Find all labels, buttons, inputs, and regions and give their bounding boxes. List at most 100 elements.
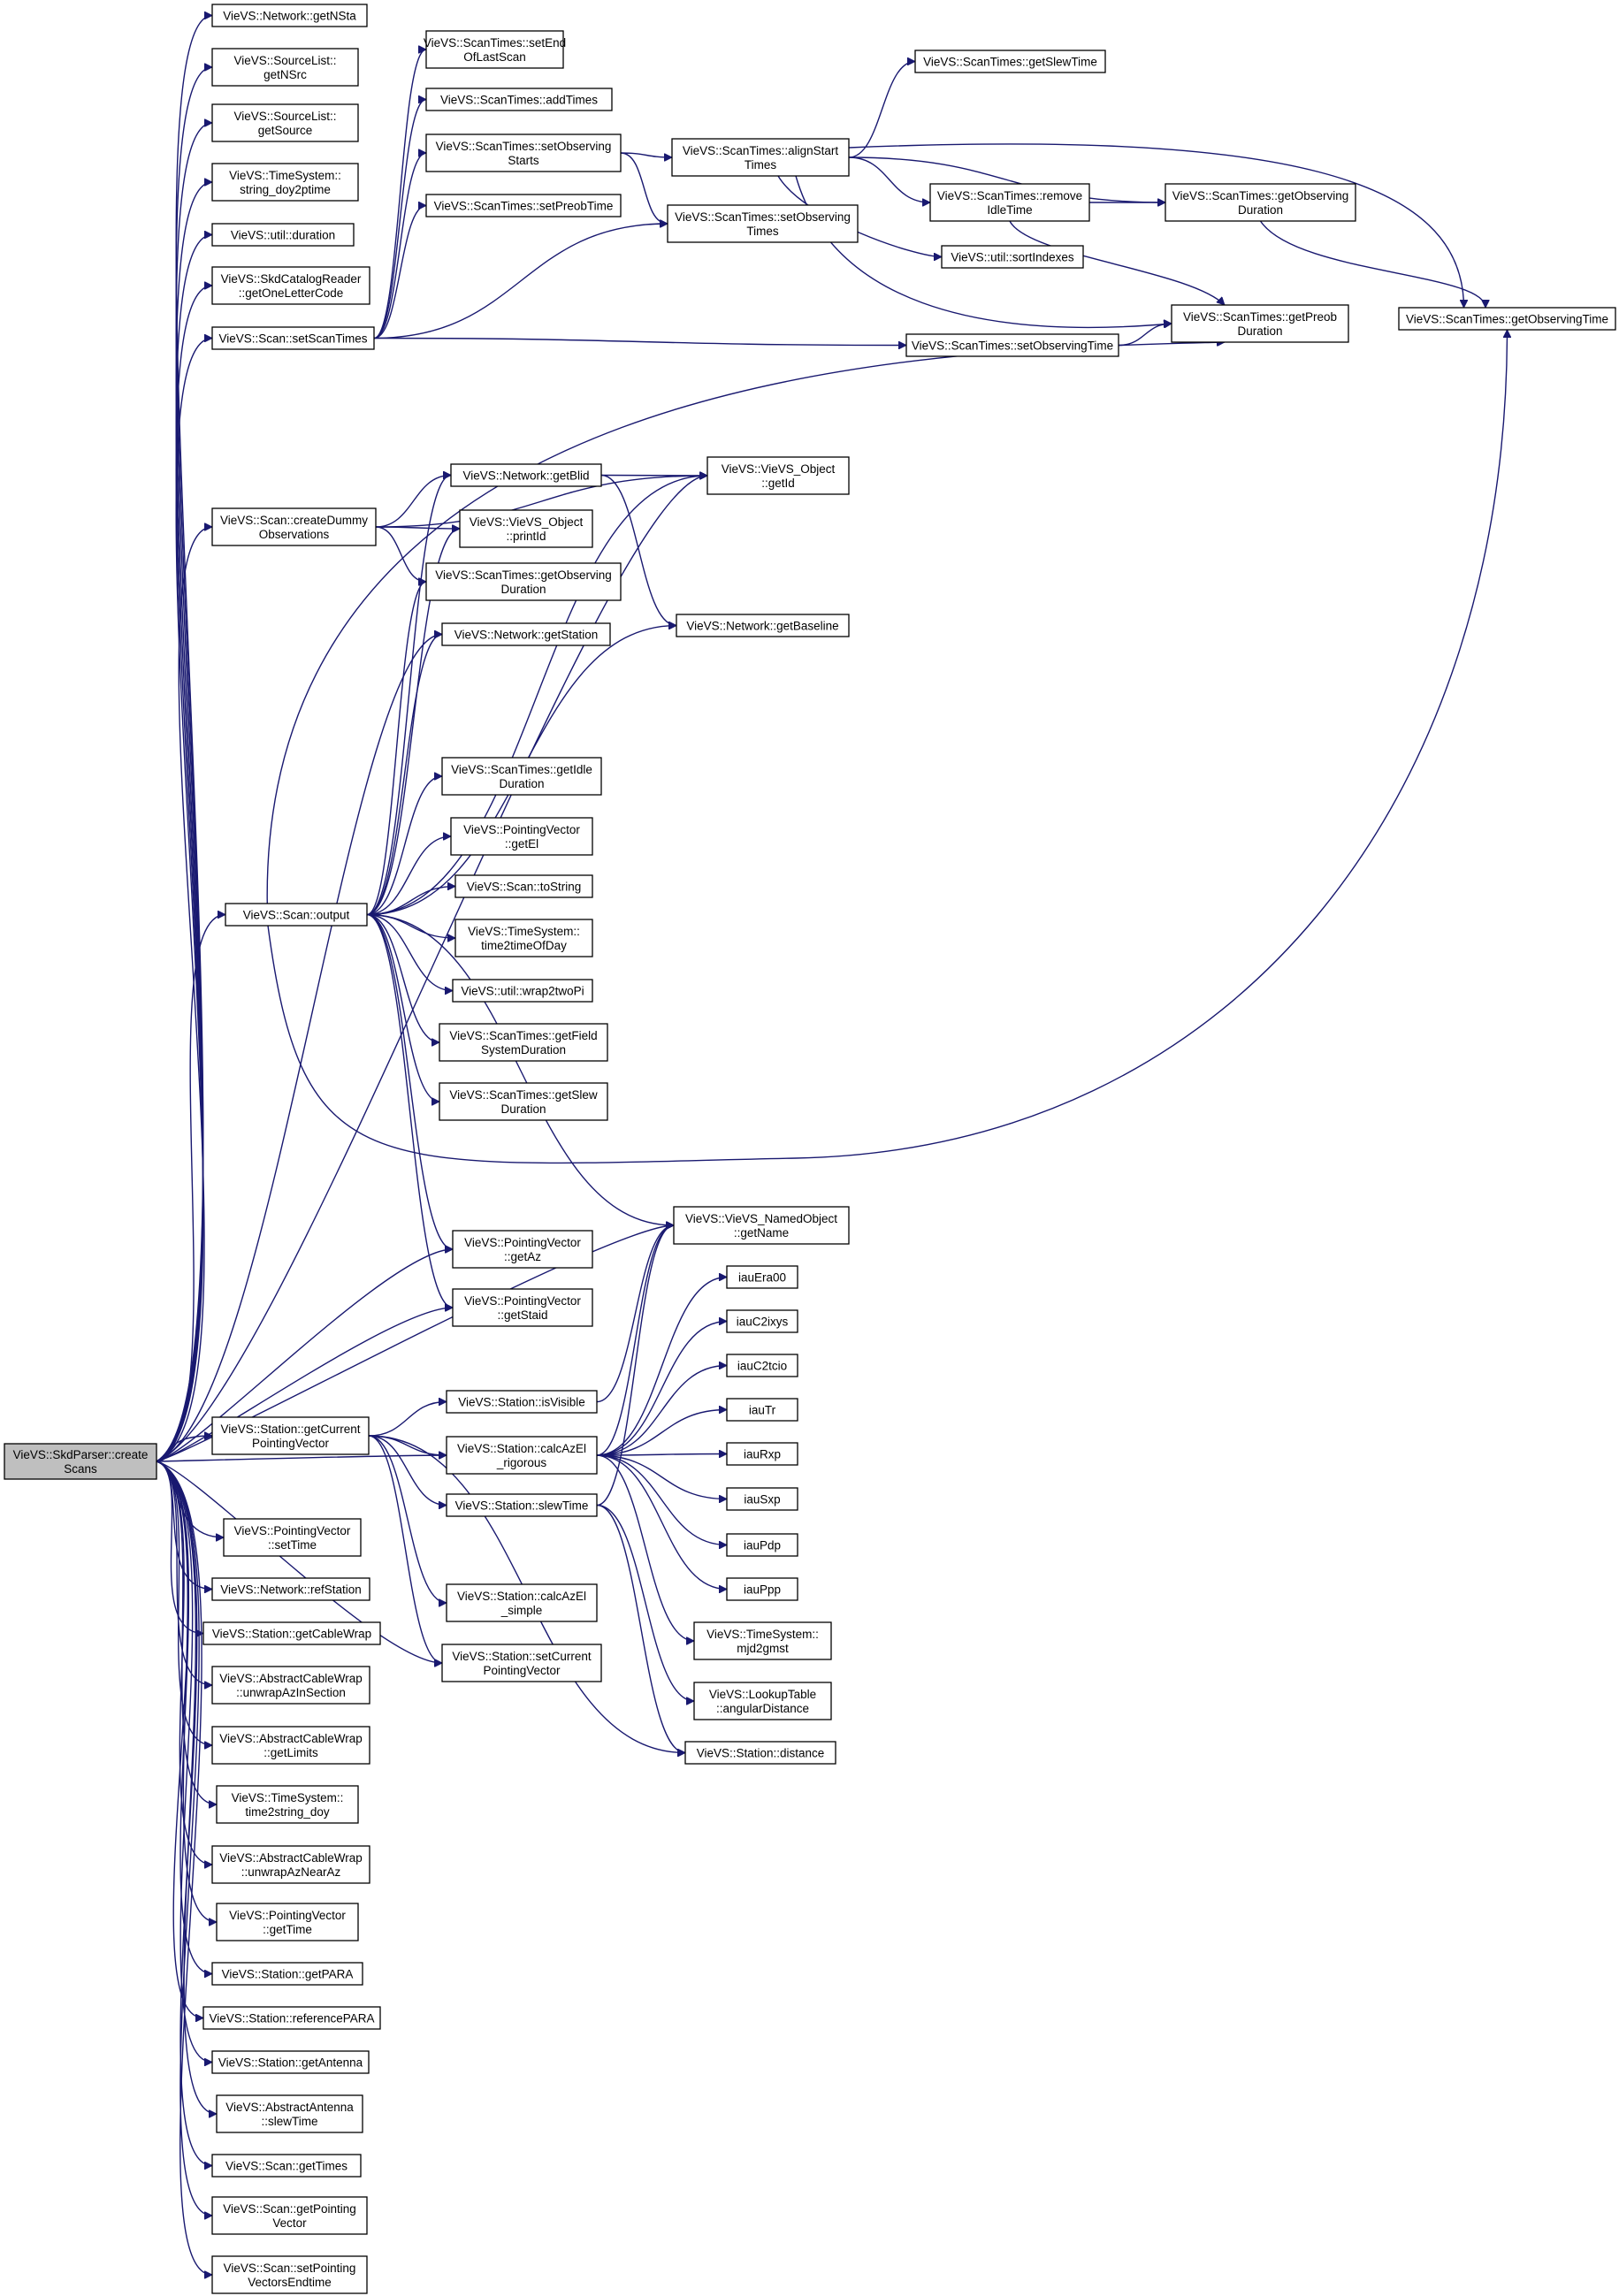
node-box <box>211 326 375 350</box>
node-box <box>211 2154 362 2178</box>
node-iauC2tcio[interactable]: iauC2tcio <box>726 1354 798 1377</box>
node-label: VieVS::Station::getCurrent <box>220 1423 360 1436</box>
node-getCableWrap[interactable]: VieVS::Station::getCableWrap <box>202 1621 381 1645</box>
node-box <box>452 1230 593 1269</box>
node-unwrapAzNearAz[interactable]: VieVS::AbstractCableWrap::unwrapAzNearAz <box>211 1845 370 1884</box>
nodes-layer: VieVS::SkdParser::createScansVieVS::Netw… <box>4 4 1616 2294</box>
node-getLimits[interactable]: VieVS::AbstractCableWrap::getLimits <box>211 1726 370 1765</box>
node-output[interactable]: VieVS::Scan::output <box>225 903 368 927</box>
edge-slewTime_station-to-getName <box>596 1225 675 1507</box>
node-label: OfLastScan <box>463 50 526 64</box>
node-getId[interactable]: VieVS::VieVS_Object::getId <box>706 456 850 495</box>
node-box <box>441 622 611 646</box>
node-getSlewTime[interactable]: VieVS::ScanTimes::getSlewTime <box>914 50 1106 73</box>
edge-getBlid-to-getId <box>600 476 707 477</box>
node-box <box>211 1666 370 1705</box>
node-iauRxp[interactable]: iauRxp <box>726 1442 798 1466</box>
node-iauEra00[interactable]: iauEra00 <box>726 1265 798 1289</box>
node-label: Times <box>745 158 776 172</box>
node-getAntenna[interactable]: VieVS::Station::getAntenna <box>211 2050 370 2074</box>
node-iauSxp[interactable]: iauSxp <box>726 1487 798 1511</box>
node-setPreobTime[interactable]: VieVS::ScanTimes::setPreobTime <box>425 194 622 217</box>
node-getStation[interactable]: VieVS::Network::getStation <box>441 622 611 646</box>
node-getName[interactable]: VieVS::VieVS_NamedObject::getName <box>673 1206 850 1245</box>
edge-alignStartTimes-to-sortIndexes <box>777 175 942 257</box>
node-getStaid[interactable]: VieVS::PointingVector::getStaid <box>452 1288 593 1327</box>
node-addTimes[interactable]: VieVS::ScanTimes::addTimes <box>425 88 613 111</box>
node-util_duration[interactable]: VieVS::util::duration <box>211 223 355 247</box>
edge-getObservingDuration_r-to-getObservingTime <box>1259 220 1486 309</box>
node-referencePARA[interactable]: VieVS::Station::referencePARA <box>202 2006 381 2030</box>
node-iauPdp[interactable]: iauPdp <box>726 1533 798 1557</box>
node-angularDistance[interactable]: VieVS::LookupTable::angularDistance <box>693 1682 832 1720</box>
node-iauPpp[interactable]: iauPpp <box>726 1577 798 1601</box>
node-pv_setTime[interactable]: VieVS::PointingVector::setTime <box>223 1518 362 1557</box>
node-string_doy2ptime[interactable]: VieVS::TimeSystem::string_doy2ptime <box>211 163 359 202</box>
node-label: ::getStaid <box>497 1308 547 1322</box>
node-getTimes[interactable]: VieVS::Scan::getTimes <box>211 2154 362 2178</box>
node-distance[interactable]: VieVS::Station::distance <box>684 1741 836 1765</box>
node-getNSta[interactable]: VieVS::Network::getNSta <box>211 4 368 27</box>
node-getObservingTime[interactable]: VieVS::ScanTimes::getObservingTime <box>1398 307 1616 331</box>
node-label: VieVS::SourceList:: <box>233 110 336 123</box>
node-getBlid[interactable]: VieVS::Network::getBlid <box>450 463 602 487</box>
node-toString[interactable]: VieVS::Scan::toString <box>454 874 593 898</box>
node-pv_getTime[interactable]: VieVS::PointingVector::getTime <box>216 1903 359 1941</box>
node-label: VieVS::Station::distance <box>697 1747 825 1760</box>
node-label: IdleTime <box>987 203 1032 217</box>
node-label: ::angularDistance <box>716 1702 809 1715</box>
node-label: Starts <box>508 154 539 167</box>
node-mjd2gmst[interactable]: VieVS::TimeSystem::mjd2gmst <box>693 1621 832 1660</box>
node-getNSrc[interactable]: VieVS::SourceList::getNSrc <box>211 48 359 87</box>
node-isVisible[interactable]: VieVS::Station::isVisible <box>446 1390 598 1414</box>
node-iauC2ixys[interactable]: iauC2ixys <box>726 1309 798 1333</box>
node-calcAzEl_rigorous[interactable]: VieVS::Station::calcAzEl_rigorous <box>446 1436 598 1475</box>
node-antenna_slewTime[interactable]: VieVS::AbstractAntenna::slewTime <box>216 2094 363 2133</box>
node-label: VieVS::ScanTimes::setObserving <box>675 210 851 224</box>
node-calcAzEl_simple[interactable]: VieVS::Station::calcAzEl_simple <box>446 1583 598 1622</box>
node-wrap2twoPi[interactable]: VieVS::util::wrap2twoPi <box>452 979 593 1003</box>
node-label: VieVS::ScanTimes::getSlewTime <box>923 56 1097 69</box>
node-box <box>726 1265 798 1289</box>
node-time2timeOfDay[interactable]: VieVS::TimeSystem::time2timeOfDay <box>454 919 593 957</box>
node-printId[interactable]: VieVS::VieVS_Object::printId <box>459 509 593 548</box>
node-getSource[interactable]: VieVS::SourceList::getSource <box>211 103 359 142</box>
node-getOneLetterCode[interactable]: VieVS::SkdCatalogReader::getOneLetterCod… <box>211 266 370 305</box>
node-label: ::getLimits <box>263 1746 318 1759</box>
node-unwrapAzInSection[interactable]: VieVS::AbstractCableWrap::unwrapAzInSect… <box>211 1666 370 1705</box>
edge-root-to-getCurrentPointingVector <box>156 1436 212 1462</box>
node-label: VieVS::VieVS_Object <box>722 462 836 476</box>
node-box <box>223 1518 362 1557</box>
node-getAz[interactable]: VieVS::PointingVector::getAz <box>452 1230 593 1269</box>
node-getEl[interactable]: VieVS::PointingVector::getEl <box>450 817 593 856</box>
node-slewTime_station[interactable]: VieVS::Station::slewTime <box>446 1493 598 1517</box>
node-getBaseline[interactable]: VieVS::Network::getBaseline <box>676 614 850 637</box>
node-getPARA[interactable]: VieVS::Station::getPARA <box>211 1962 363 1986</box>
node-setScanTimes[interactable]: VieVS::Scan::setScanTimes <box>211 326 375 350</box>
node-box <box>446 1436 598 1475</box>
node-time2string_doy[interactable]: VieVS::TimeSystem::time2string_doy <box>216 1785 359 1824</box>
node-setObservingTime[interactable]: VieVS::ScanTimes::setObservingTime <box>905 333 1119 357</box>
node-iauTr[interactable]: iauTr <box>726 1398 798 1422</box>
edge-alignStartTimes-to-getSlewTime <box>848 62 916 158</box>
node-box <box>446 1583 598 1622</box>
node-sortIndexes[interactable]: VieVS::util::sortIndexes <box>941 245 1084 269</box>
node-refStation[interactable]: VieVS::Network::refStation <box>211 1577 370 1601</box>
